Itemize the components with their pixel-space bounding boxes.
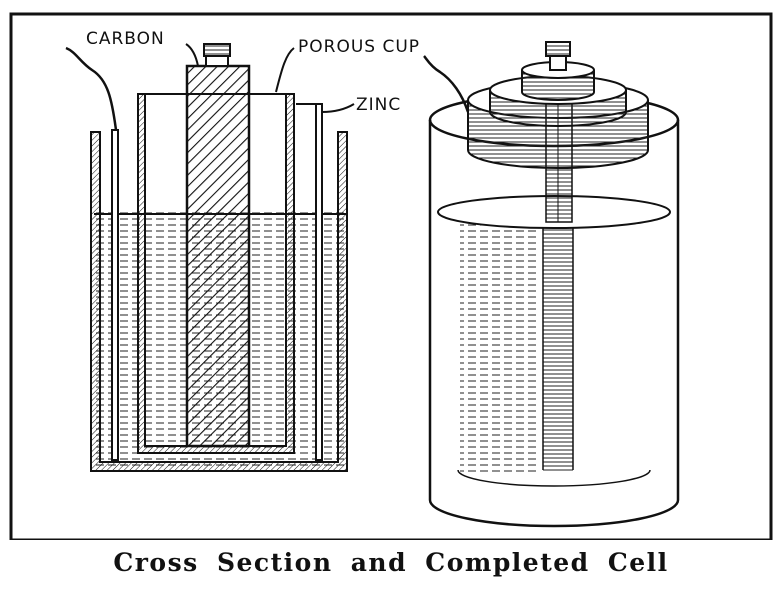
carbon-terminal-right [545, 41, 571, 71]
figure-caption: Cross Section and Completed Cell [113, 548, 669, 577]
label-zinc: ZINC [356, 95, 401, 115]
carbon-rod [185, 64, 251, 448]
zinc-cylinder [111, 103, 323, 461]
figure-border [9, 12, 773, 540]
label-porous-cup: POROUS CUP [298, 37, 420, 57]
label-carbon: CARBON [86, 29, 165, 49]
cross-section: CARBON POROUS CUP ZINC [65, 29, 420, 472]
completed-cell [423, 41, 680, 528]
glass-jar-wall [90, 131, 348, 472]
cell-diagram: CARBON POROUS CUP ZINC [9, 12, 773, 540]
zinc-wire-right [423, 55, 470, 113]
carbon-terminal [203, 43, 231, 67]
zinc-wire [65, 46, 118, 131]
carbon-leader [185, 43, 199, 67]
zinc-leader [321, 103, 355, 113]
porous-cup-leader [275, 47, 295, 93]
